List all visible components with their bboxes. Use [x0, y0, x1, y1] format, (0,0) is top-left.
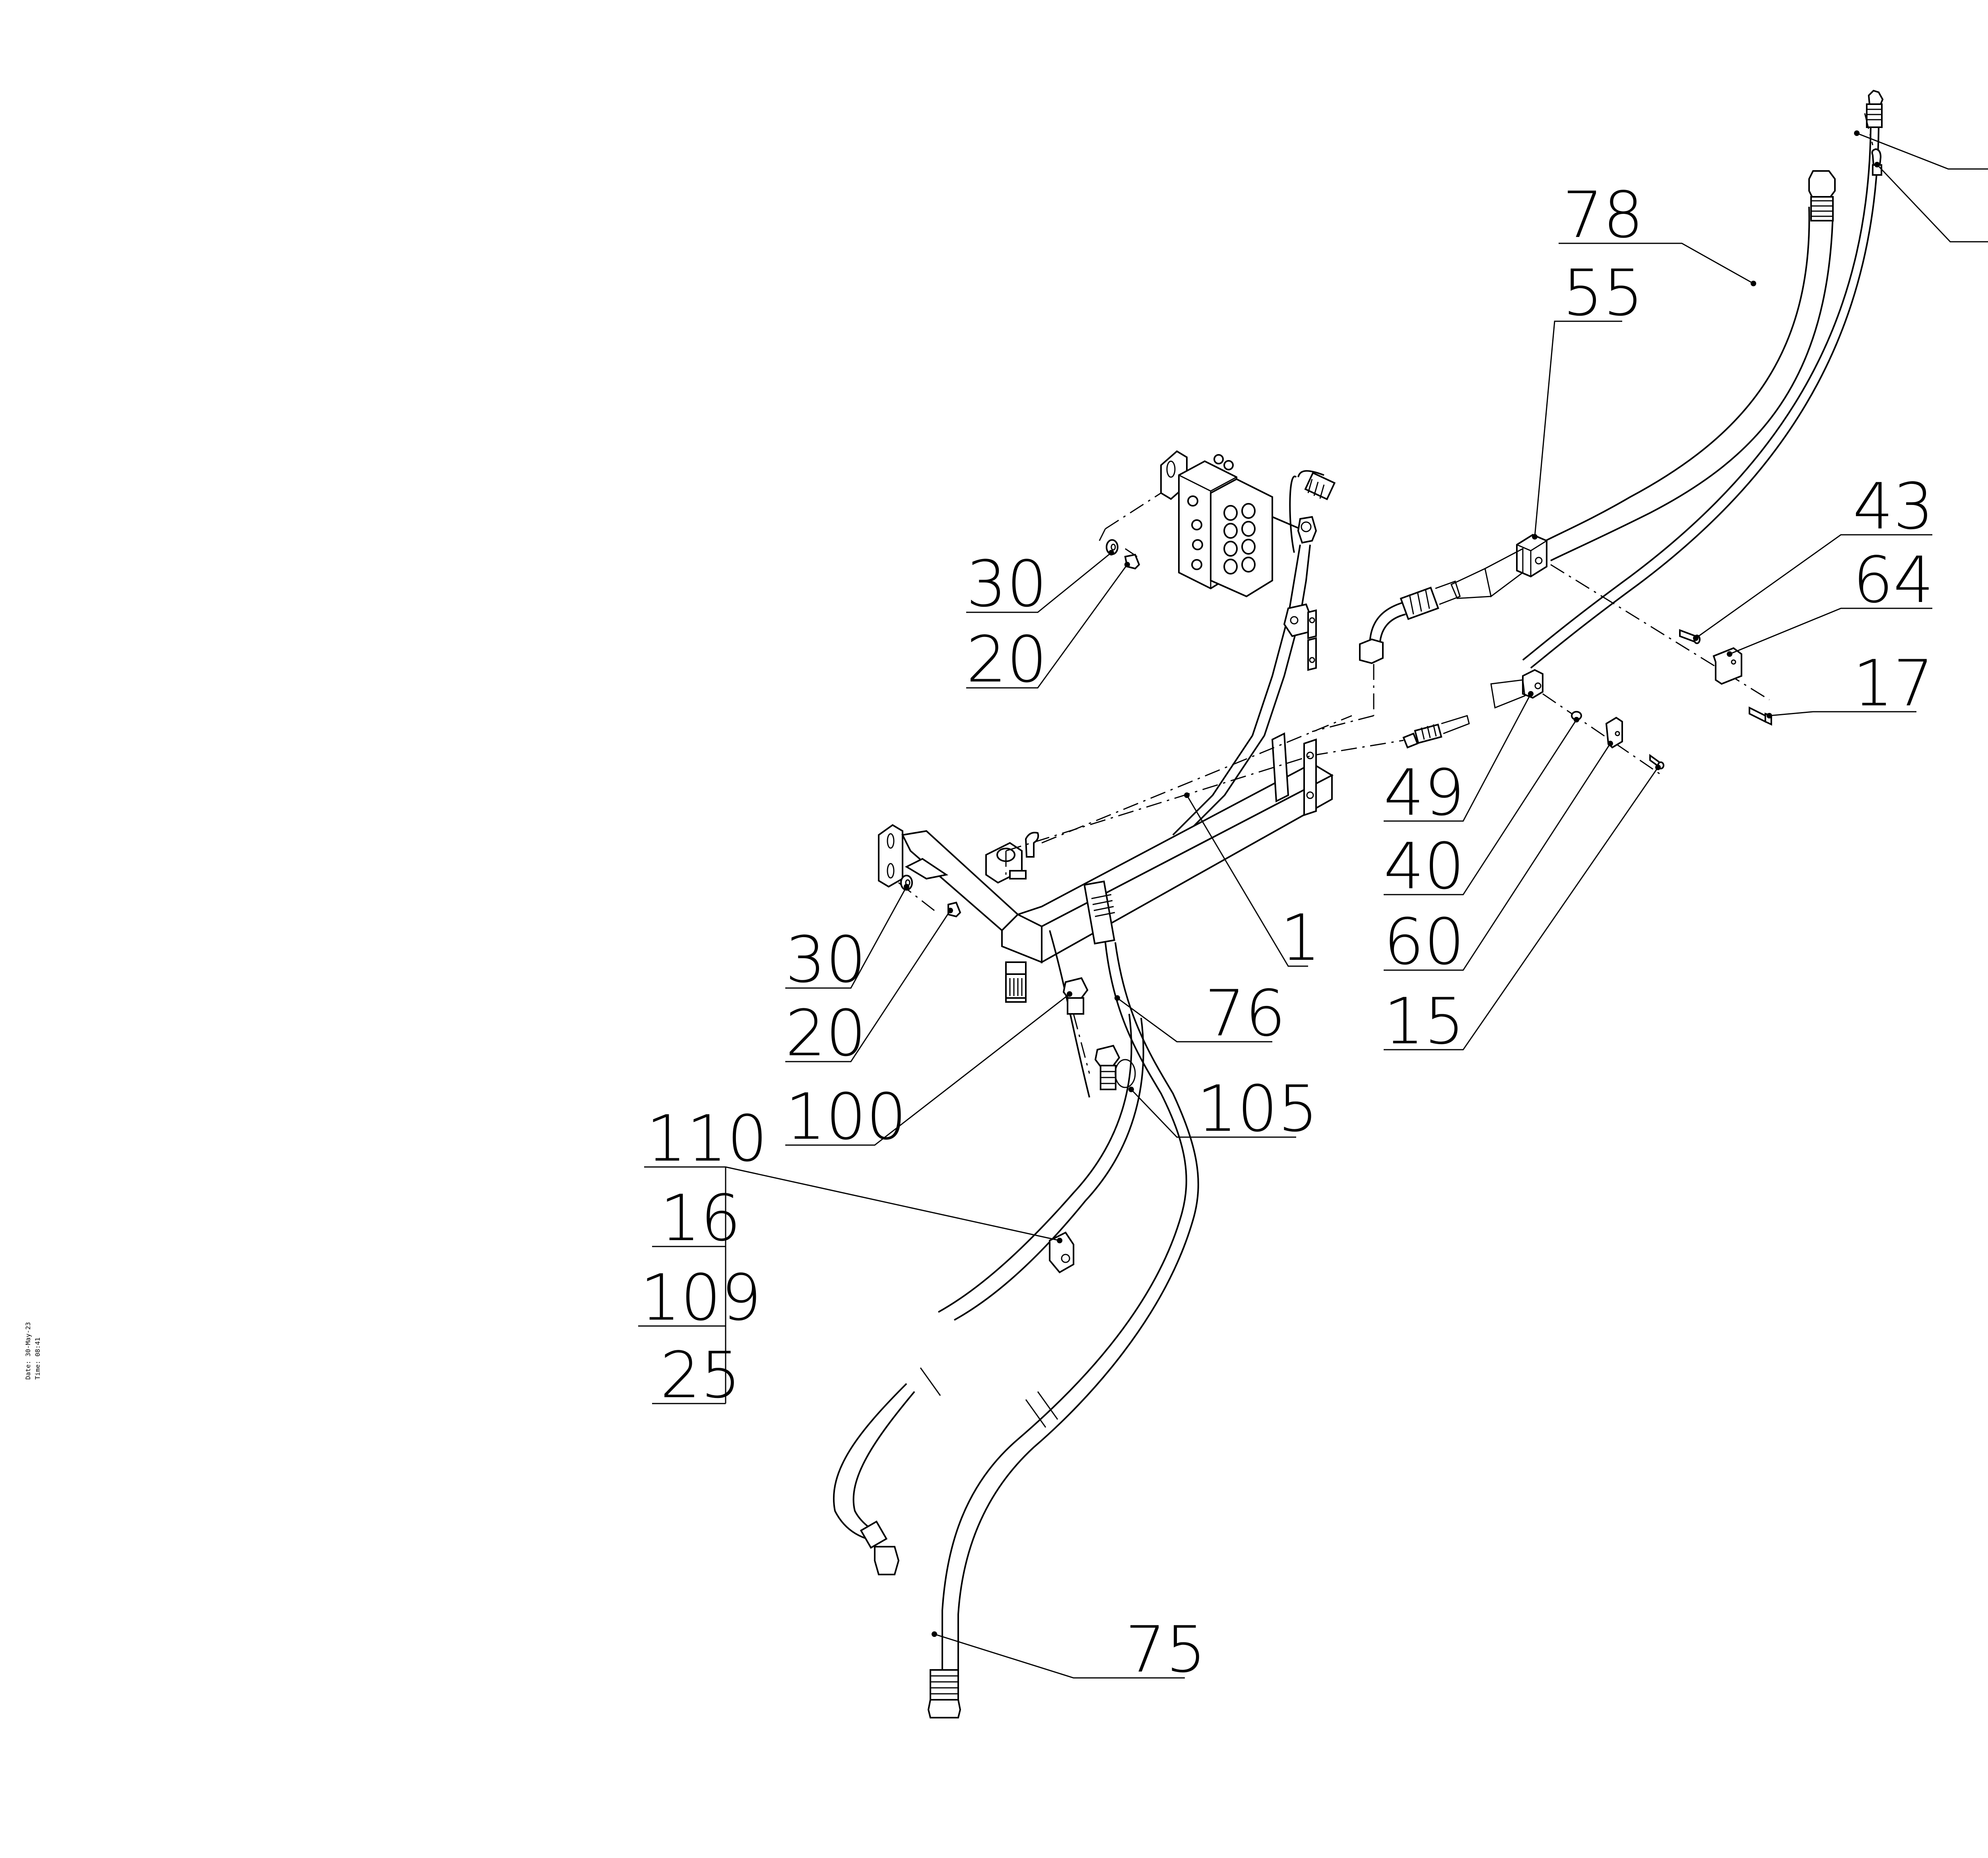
- time-label: Time:: [34, 1361, 41, 1380]
- hose-110: [833, 1013, 1144, 1575]
- callout-40: 40: [1384, 829, 1465, 903]
- clamp-110-assembly: [1049, 1231, 1074, 1274]
- callout-30-upper: 30: [966, 547, 1047, 621]
- date-label: Date:: [24, 1361, 32, 1380]
- callout-43: 43: [1853, 469, 1934, 544]
- leader-lines: [638, 132, 1988, 1679]
- hose-78: [1530, 170, 1836, 561]
- callout-30-lower: 30: [785, 922, 866, 997]
- support-plate: [1307, 609, 1317, 671]
- block-clamp-55: [1484, 534, 1547, 598]
- callout-110: 110: [646, 1101, 767, 1176]
- callout-20-upper: 20: [966, 622, 1047, 697]
- date-value: 30-May-23: [24, 1322, 32, 1357]
- callout-16: 16: [660, 1181, 741, 1255]
- callout-15: 15: [1384, 984, 1465, 1058]
- washer-30-lower: [900, 875, 913, 891]
- callout-labels: 81 90 78 55 43 64 17 30 20 49 40 60 15 1…: [640, 178, 1934, 1687]
- callout-49: 49: [1384, 755, 1465, 830]
- block-clamp-49: [1490, 669, 1543, 709]
- elbow-fitting-90: [1871, 148, 1882, 176]
- date-line: Date: 30-May-23: [24, 1322, 32, 1380]
- date-time-stamp: Date: 30-May-23 Time: 08:41: [24, 1322, 41, 1380]
- elbow-hose-fitting: [1359, 581, 1461, 664]
- hose-stub-upper: [1450, 568, 1491, 599]
- time-line: Time: 08:41: [34, 1338, 41, 1380]
- callout-60: 60: [1384, 905, 1465, 979]
- upper-hose-elbow: [1172, 470, 1336, 836]
- callout-78: 78: [1563, 178, 1644, 252]
- bracket-64: [1712, 647, 1742, 685]
- leader-dots: [904, 130, 1880, 1637]
- time-value: 08:41: [34, 1338, 41, 1357]
- hose-75-end-fitting: [927, 1669, 961, 1718]
- callout-76: 76: [1205, 976, 1286, 1050]
- callout-20-lower: 20: [785, 996, 866, 1070]
- break-marks: [920, 1367, 1058, 1428]
- straight-hose-fitting: [1402, 715, 1470, 749]
- callout-75: 75: [1125, 1612, 1206, 1687]
- callout-25: 25: [660, 1338, 741, 1412]
- frame-side-plate: [1271, 732, 1317, 816]
- callout-105: 105: [1197, 1072, 1318, 1146]
- callout-55: 55: [1563, 256, 1644, 330]
- callout-17: 17: [1853, 646, 1934, 720]
- hose-81: [1522, 89, 1884, 669]
- distributor-valve-block: [1160, 450, 1305, 598]
- callout-109: 109: [640, 1260, 761, 1335]
- hose-end-105: [1094, 1045, 1136, 1090]
- main-frame-1: [878, 762, 1334, 1003]
- callout-100: 100: [785, 1079, 907, 1154]
- callout-1: 1: [1280, 901, 1321, 975]
- callout-64: 64: [1853, 543, 1934, 617]
